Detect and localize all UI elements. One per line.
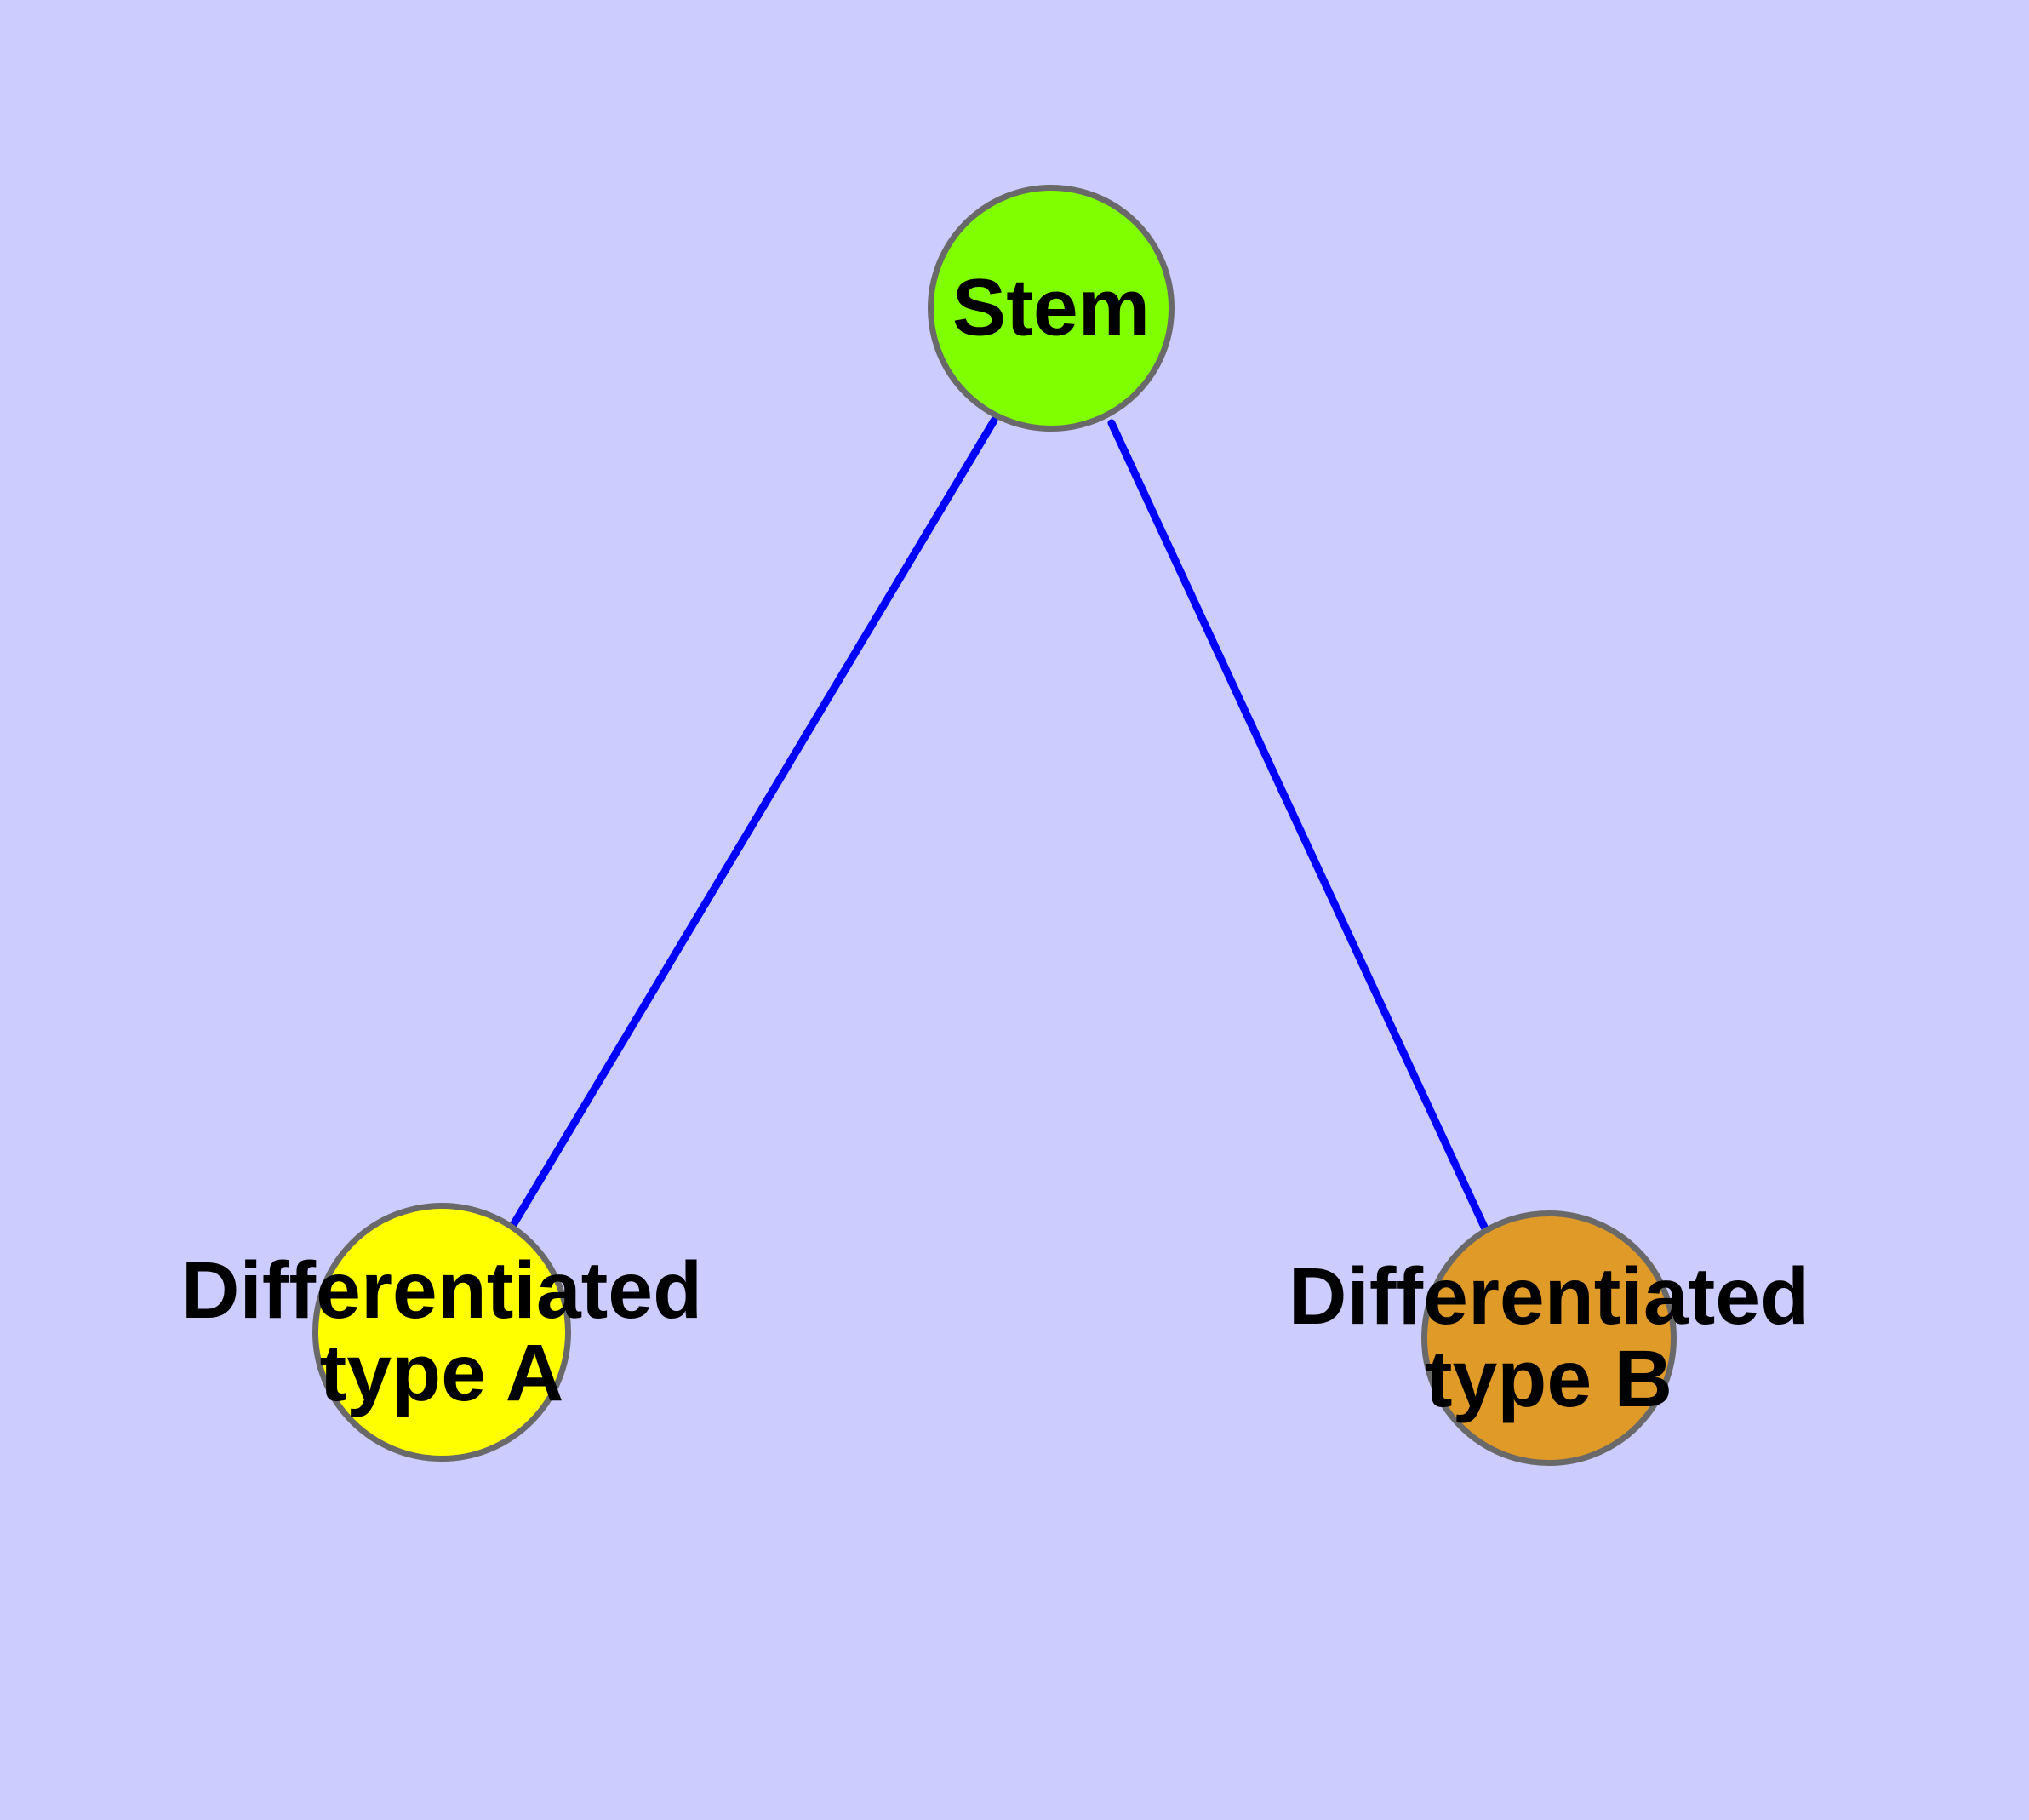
- edge-stem-to-diff-a[interactable]: [506, 416, 998, 1233]
- node-differentiated-type-a[interactable]: [312, 1203, 571, 1462]
- node-differentiated-type-b[interactable]: [1421, 1210, 1677, 1466]
- node-stem[interactable]: [928, 185, 1175, 432]
- edge-stem-to-diff-b[interactable]: [1107, 419, 1492, 1239]
